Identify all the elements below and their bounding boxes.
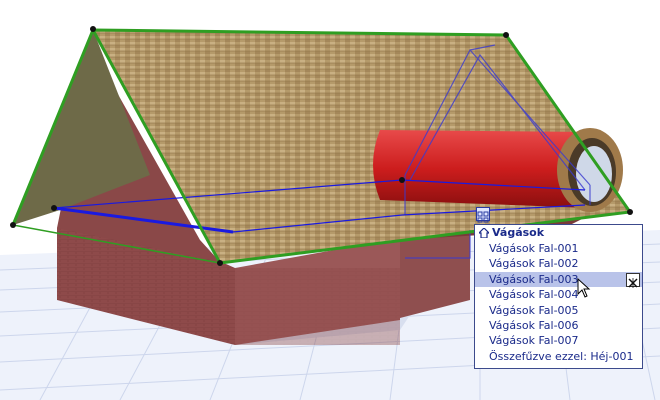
popup-item[interactable]: Vágások Fal-004: [489, 288, 579, 302]
popup-item[interactable]: Vágások Fal-007: [489, 334, 579, 348]
popup-item[interactable]: Vágások Fal-002: [489, 257, 579, 271]
close-x-icon[interactable]: [626, 273, 640, 288]
popup-item[interactable]: Vágások Fal-001: [489, 242, 579, 255]
wing-wall: [400, 230, 470, 318]
red-dormer: [373, 128, 623, 212]
popup-title: Vágások: [492, 226, 545, 239]
popup-item[interactable]: Vágások Fal-006: [489, 318, 579, 332]
snap-icon[interactable]: [476, 207, 490, 223]
main-roof: [93, 30, 630, 263]
gable-roof-end: [13, 30, 150, 225]
popup-item[interactable]: Vágások Fal-005: [489, 303, 579, 317]
popup-item-selected[interactable]: Vágások Fal-003: [475, 271, 642, 288]
mouse-cursor-icon: [577, 278, 591, 298]
roof-outline: [11, 28, 633, 265]
popup-header[interactable]: Vágások: [475, 225, 642, 241]
home-icon: [479, 228, 489, 238]
dormer-outline: [404, 44, 591, 259]
popup-footer[interactable]: Összefűzve ezzel: Héj-001: [489, 349, 634, 363]
front-wall-left: [57, 205, 235, 345]
hotspots[interactable]: [10, 26, 633, 266]
info-popup: Vágások Vágások Fal-001 Vágások Fal-002 …: [474, 224, 643, 369]
selection-outline: [53, 179, 586, 234]
